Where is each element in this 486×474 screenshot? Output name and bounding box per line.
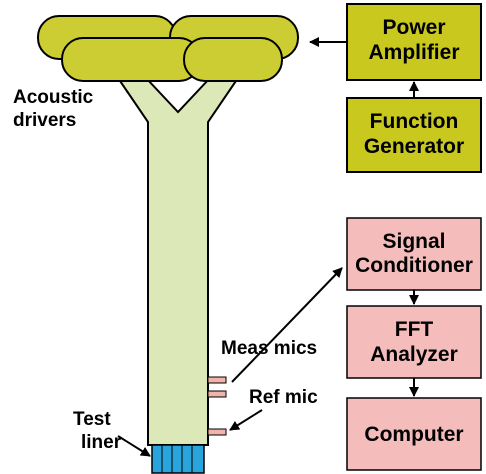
ref-mic (207, 428, 227, 436)
fft-analyzer-block: FFT Analyzer (346, 305, 482, 379)
signal-conditioner-block: Signal Conditioner (346, 217, 482, 291)
computer-label: Computer (364, 423, 463, 446)
power-amplifier-block: Power Amplifier (346, 3, 482, 81)
power-amplifier-label-line1: Power (382, 16, 445, 39)
test-liner-cells (161, 445, 193, 473)
meas-mic-2 (207, 390, 227, 398)
function-generator-label-line1: Function (370, 110, 459, 133)
arrow-test-liner-label-to-liner (117, 435, 151, 457)
signal-conditioner-label-line1: Signal (382, 230, 445, 253)
test-liner (151, 444, 205, 474)
test-liner-label-line2: liner (81, 432, 122, 453)
function-generator-label-line2: Generator (364, 135, 464, 158)
signal-conditioner-label-line2: Conditioner (355, 254, 473, 277)
ref-mic-label: Ref mic (249, 387, 318, 408)
power-amplifier-label-line2: Amplifier (368, 41, 459, 64)
acoustic-driver-front-left (61, 37, 201, 82)
arrow-meas-mics-to-conditioner (231, 267, 343, 383)
acoustic-drivers-label-line1: Acoustic (13, 87, 94, 108)
meas-mics-label: Meas mics (221, 338, 317, 359)
test-liner-label-line1: Test (73, 409, 111, 430)
acoustic-driver-front-right (183, 37, 283, 82)
computer-block: Computer (346, 397, 482, 471)
fft-analyzer-label-line1: FFT (395, 318, 434, 341)
meas-mic-1 (207, 376, 227, 384)
fft-analyzer-label-line2: Analyzer (370, 343, 458, 366)
arrow-ref-mic-label-to-mic (229, 409, 263, 431)
duct-tube (116, 77, 240, 446)
acoustic-drivers-label-line2: drivers (13, 110, 76, 131)
function-generator-block: Function Generator (346, 97, 482, 173)
